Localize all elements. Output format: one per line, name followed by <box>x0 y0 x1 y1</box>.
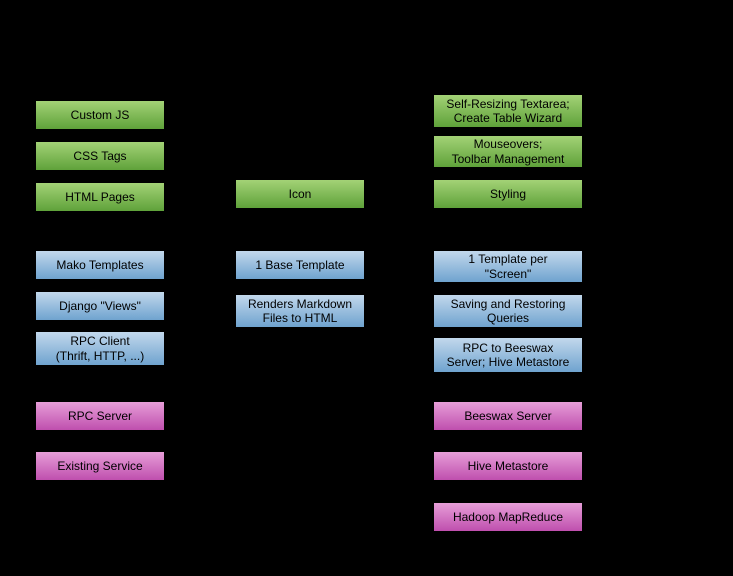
box-icon: Icon <box>235 179 365 209</box>
box-rpc-client: RPC Client (Thrift, HTTP, ...) <box>35 331 165 366</box>
box-css-tags: CSS Tags <box>35 141 165 171</box>
box-renders-markdown: Renders Markdown Files to HTML <box>235 294 365 328</box>
box-self-resizing-textarea: Self-Resizing Textarea; Create Table Wiz… <box>433 94 583 128</box>
box-rpc-server: RPC Server <box>35 401 165 431</box>
box-template-per-screen: 1 Template per "Screen" <box>433 250 583 283</box>
box-django-views: Django "Views" <box>35 291 165 321</box>
box-mako-templates: Mako Templates <box>35 250 165 280</box>
box-styling: Styling <box>433 179 583 209</box>
box-hive-metastore: Hive Metastore <box>433 451 583 481</box>
box-base-template: 1 Base Template <box>235 250 365 280</box>
box-beeswax-server: Beeswax Server <box>433 401 583 431</box>
box-saving-restoring-queries: Saving and Restoring Queries <box>433 294 583 328</box>
box-existing-service: Existing Service <box>35 451 165 481</box>
box-html-pages: HTML Pages <box>35 182 165 212</box>
box-rpc-to-beeswax: RPC to Beeswax Server; Hive Metastore <box>433 337 583 373</box>
box-hadoop-mapreduce: Hadoop MapReduce <box>433 502 583 532</box>
box-mouseovers: Mouseovers; Toolbar Management <box>433 135 583 168</box>
box-custom-js: Custom JS <box>35 100 165 130</box>
